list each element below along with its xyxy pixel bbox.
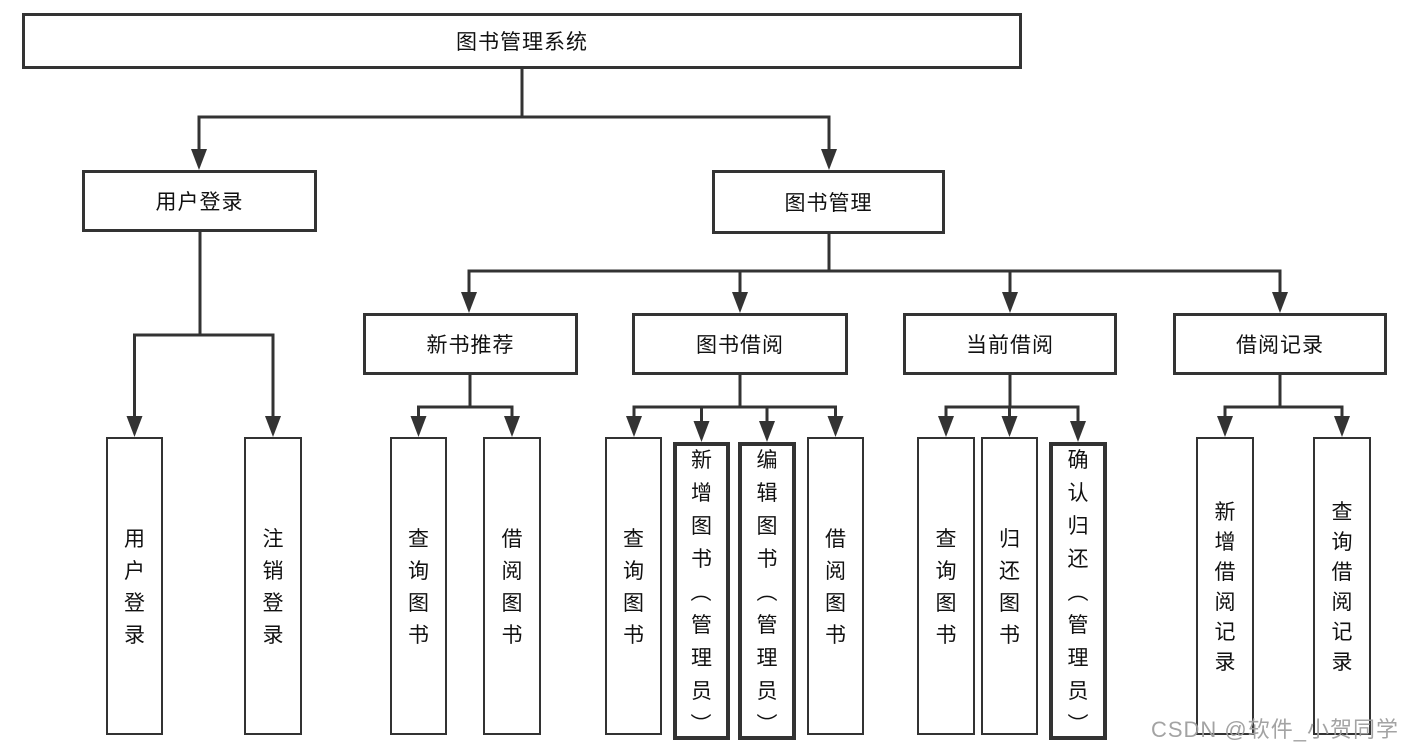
node-label: 用户登录 [124, 528, 145, 647]
node-user-login-leaf: 用户登录 [106, 437, 163, 735]
node-book-borrow: 图书借阅 [632, 313, 848, 375]
node-add-books-admin: 新增图书（管理员） [673, 442, 730, 740]
node-label: 当前借阅 [966, 334, 1054, 357]
node-query-borrow-record: 查询借阅记录 [1313, 437, 1371, 735]
node-label: 查询借阅记录 [1331, 501, 1353, 674]
node-current-borrow: 当前借阅 [903, 313, 1117, 375]
node-label: 图书借阅 [696, 334, 784, 357]
node-label: 图书管理 [784, 192, 873, 215]
node-new-book-recommend: 新书推荐 [363, 313, 578, 375]
node-edit-books-admin: 编辑图书（管理员） [738, 442, 796, 740]
watermark: CSDN @软件_小贺同学 [1150, 717, 1399, 742]
node-query-books-borrow: 查询图书 [605, 437, 662, 735]
node-user-login: 用户登录 [82, 170, 317, 232]
node-add-borrow-record: 新增借阅记录 [1196, 437, 1254, 735]
node-label: 归还图书 [999, 528, 1020, 647]
node-library-management-system: 图书管理系统 [22, 13, 1022, 69]
node-confirm-return-admin: 确认归还（管理员） [1049, 442, 1107, 740]
node-label: 编辑图书（管理员） [754, 449, 778, 734]
node-label: 图书管理系统 [456, 31, 588, 54]
node-borrow-books-leaf: 借阅图书 [807, 437, 864, 735]
node-label: 注销登录 [262, 528, 284, 647]
node-label: 借阅图书 [501, 528, 523, 647]
node-label: 用户登录 [155, 191, 244, 214]
node-label: 查询图书 [935, 528, 957, 647]
node-logout: 注销登录 [244, 437, 302, 735]
node-label: 新书推荐 [426, 334, 515, 357]
node-label: 确认归还（管理员） [1065, 449, 1089, 734]
node-borrow-records: 借阅记录 [1173, 313, 1387, 375]
node-return-books: 归还图书 [981, 437, 1038, 735]
node-borrow-books-recommend: 借阅图书 [483, 437, 541, 735]
node-label: 新增借阅记录 [1214, 501, 1236, 674]
node-label: 借阅图书 [825, 528, 846, 647]
node-label: 查询图书 [623, 528, 644, 647]
node-query-books-current: 查询图书 [917, 437, 975, 735]
node-label: 查询图书 [408, 528, 429, 647]
node-label: 新增图书（管理员） [688, 449, 713, 734]
node-label: 借阅记录 [1236, 334, 1324, 357]
node-query-books-recommend: 查询图书 [390, 437, 447, 735]
node-book-management: 图书管理 [712, 170, 945, 234]
